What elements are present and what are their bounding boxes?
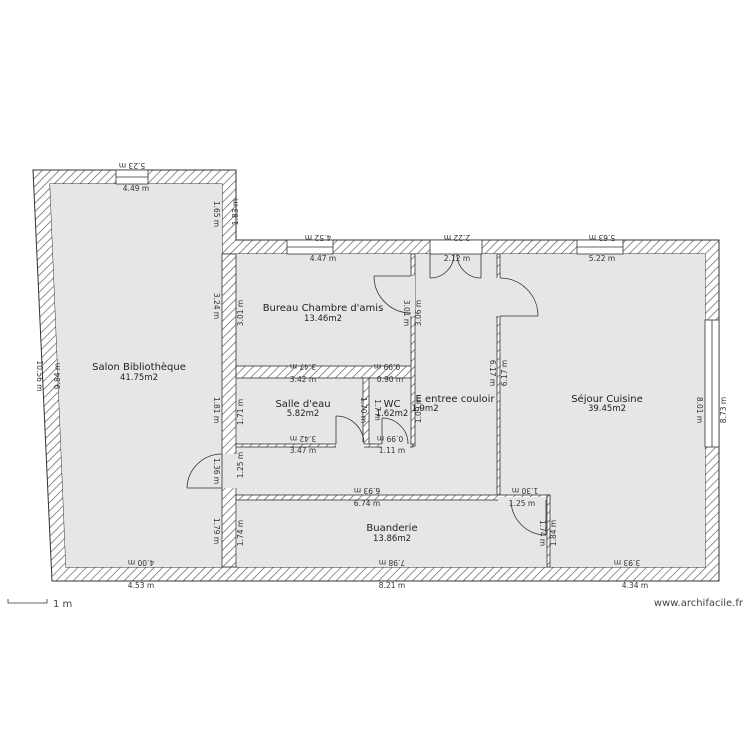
sejour-name: Séjour Cuisine xyxy=(571,393,643,405)
dim-5-23: 5.23 m xyxy=(119,161,145,170)
dim-4-34: 4.34 m xyxy=(622,581,648,590)
door-salle-eau xyxy=(335,415,365,448)
dim-3-47-top: 3.47 m xyxy=(290,362,316,371)
entree-name: E entree couloir xyxy=(415,394,495,405)
dim-1-09: 1.09 m xyxy=(414,397,423,423)
dim-1-11: 1.11 m xyxy=(379,446,405,455)
dim-5-63: 5.63 m xyxy=(589,233,615,242)
salon-area: 41.75m2 xyxy=(120,373,158,383)
dim-5-22: 5.22 m xyxy=(589,254,615,263)
dim-1-25-buanderie: 1.25 m xyxy=(509,499,535,508)
door-buanderie xyxy=(498,497,547,536)
dim-3-01-bureau-left: 3.01 m xyxy=(236,300,245,326)
dim-6-74: 6.74 m xyxy=(354,499,380,508)
dimension-labels-horizontal: 5.23 m 4.49 m 4.52 m 4.47 m 2.22 m 2.12 … xyxy=(119,161,648,590)
floors xyxy=(50,184,705,567)
wall-salle-bottom xyxy=(235,443,414,448)
dim-4-00: 4.00 m xyxy=(128,558,154,567)
dim-1-36: 1.36 m xyxy=(212,458,221,484)
wc-area: 1.62m2 xyxy=(376,409,409,419)
entree-area: 1.9m2 xyxy=(411,404,438,414)
dim-8-01: 8.01 m xyxy=(695,397,704,423)
windows xyxy=(115,169,720,448)
dim-1-7: 1.7 m xyxy=(373,399,382,421)
door-salon xyxy=(186,453,238,489)
dim-7-98: 7.98 m xyxy=(379,558,405,567)
dim-1-83: 1.83 m xyxy=(231,199,240,225)
door-bureau xyxy=(373,275,415,316)
dim-1-71: 1.71 m xyxy=(236,399,245,425)
salle-eau-area: 5.82m2 xyxy=(287,409,320,419)
dim-1-70: 1.70 m xyxy=(359,397,368,423)
dim-0-99-top: 0.99 m xyxy=(374,362,400,371)
dim-0-99-bottom: 0.99 m xyxy=(377,434,403,443)
dim-1-25-salon: 1.25 m xyxy=(236,452,245,478)
door-wc xyxy=(381,417,410,448)
bureau-area: 13.46m2 xyxy=(304,314,342,324)
interior-walls xyxy=(221,253,551,568)
wall-buanderie-right xyxy=(546,494,551,568)
dim-1-84: 1.84 m xyxy=(549,520,558,546)
dim-3-93: 3.93 m xyxy=(614,558,640,567)
watermark: www.archifacile.fr xyxy=(654,598,744,609)
window-salon-top xyxy=(115,169,149,185)
dim-4-52: 4.52 m xyxy=(305,233,331,242)
dim-6-17-sejour: 6.17 m xyxy=(500,360,509,386)
window-sejour-top xyxy=(576,239,624,255)
dim-1-65: 1.65 m xyxy=(212,201,221,227)
door-sejour xyxy=(495,277,539,317)
dim-3-24: 3.24 m xyxy=(212,293,221,319)
dim-8-73: 8.73 m xyxy=(719,397,728,423)
doors xyxy=(186,239,547,536)
dim-8-21: 8.21 m xyxy=(379,581,405,590)
dim-1-81: 1.81 m xyxy=(212,397,221,423)
dim-6-93: 6.93 m xyxy=(354,486,380,495)
dim-0-90: 0.90 m xyxy=(377,375,403,384)
dim-1-74-buanderie-right: 1.74 m xyxy=(538,520,547,546)
door-entrance xyxy=(429,239,483,279)
buanderie-floor xyxy=(237,500,547,567)
salle-eau-name: Salle d'eau xyxy=(275,399,330,410)
dim-3-42-bottom: 3.42 m xyxy=(290,434,316,443)
dim-3-42-top: 3.42 m xyxy=(290,375,316,384)
dim-2-12: 2.12 m xyxy=(444,254,470,263)
dim-3-01-bureau-right: 3.01 m xyxy=(402,300,411,326)
dim-3-47-bottom: 3.47 m xyxy=(290,446,316,455)
dim-4-49: 4.49 m xyxy=(123,184,149,193)
dimension-labels-vertical: 1.65 m 1.83 m 3.24 m 3.01 m 3.01 m 3.06 … xyxy=(35,199,728,546)
salle-eau-floor xyxy=(237,378,363,444)
window-bureau-top xyxy=(286,239,334,255)
salon-name: Salon Bibliothèque xyxy=(92,361,186,373)
hall-floor xyxy=(237,446,413,495)
entree-floor xyxy=(413,254,497,495)
bureau-floor xyxy=(236,254,411,366)
buanderie-name: Buanderie xyxy=(366,523,417,534)
window-sejour-right xyxy=(704,319,720,448)
dim-2-22: 2.22 m xyxy=(444,233,470,242)
scale-bar: 1 m xyxy=(7,599,72,610)
dim-1-74-buanderie-left: 1.74 m xyxy=(236,520,245,546)
dim-3-06: 3.06 m xyxy=(414,300,423,326)
dim-4-47: 4.47 m xyxy=(310,254,336,263)
dim-1-79: 1.79 m xyxy=(212,518,221,544)
dim-9-84: 9.84 m xyxy=(53,363,62,389)
wall-salon-right xyxy=(221,253,237,568)
wc-name: WC xyxy=(384,399,401,410)
room-labels: Salon Bibliothèque 41.75m2 Bureau Chambr… xyxy=(92,303,643,544)
dim-6-17-corridor: 6.17 m xyxy=(488,360,497,386)
wc-floor xyxy=(369,378,411,444)
dim-1-30: 1.30 m xyxy=(512,486,538,495)
sejour-area: 39.45m2 xyxy=(588,404,626,414)
salon-floor xyxy=(50,184,222,567)
dim-10-56: 10.56 m xyxy=(35,360,44,391)
bureau-name: Bureau Chambre d'amis xyxy=(263,303,384,314)
scale-label: 1 m xyxy=(53,599,72,610)
buanderie-area: 13.86m2 xyxy=(373,534,411,544)
dim-4-53: 4.53 m xyxy=(128,581,154,590)
